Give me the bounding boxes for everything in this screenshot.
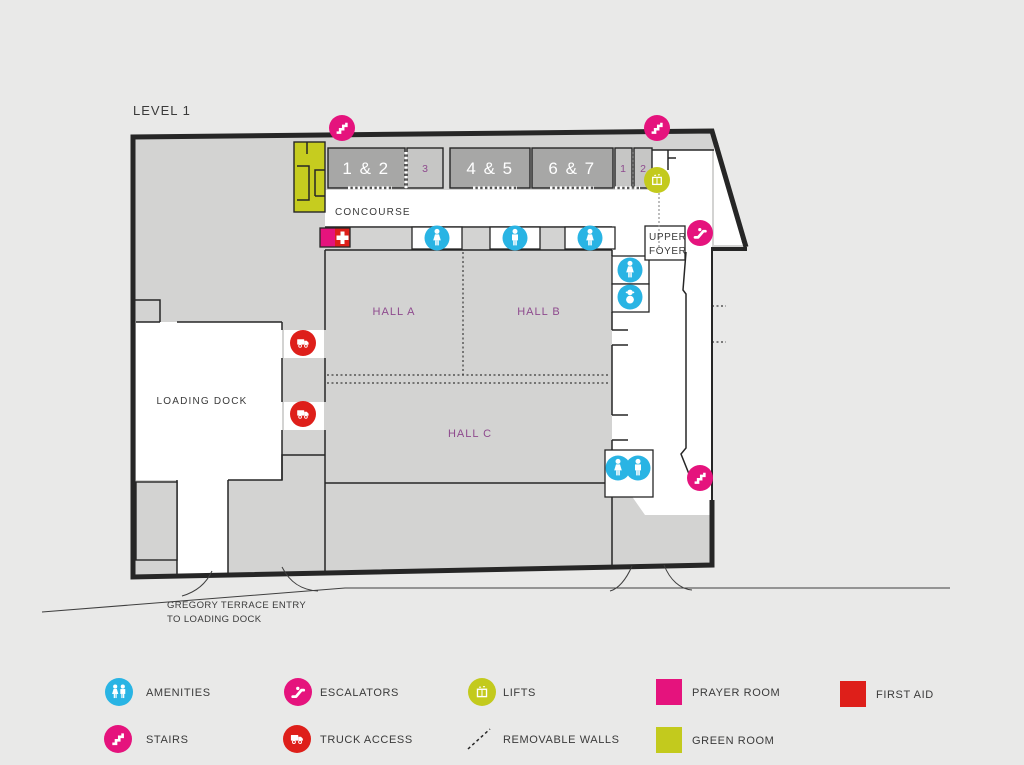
room-3 xyxy=(406,147,444,189)
escalator-icon xyxy=(284,678,312,706)
first-aid-cross-icon xyxy=(336,235,349,240)
legend: AMENITIES ESCALATORS LIFTS PRAYER ROOM F… xyxy=(104,678,934,753)
page-title: LEVEL 1 xyxy=(133,103,191,118)
building-footprint xyxy=(133,131,746,577)
truck-access-icon-2 xyxy=(290,401,316,427)
legend-label-prayer-room: PRAYER ROOM xyxy=(692,687,780,699)
stairs-icon xyxy=(104,725,132,753)
lift-icon xyxy=(468,678,496,706)
escalator-icon-map xyxy=(687,220,713,246)
driveway-lines xyxy=(41,564,950,613)
hall-a-label: HALL A xyxy=(373,306,416,318)
upper-foyer-box xyxy=(644,225,686,261)
baby-change-icon xyxy=(617,284,643,310)
amenities-icon-female-4 xyxy=(605,455,631,481)
prayer-room-swatch xyxy=(656,679,682,705)
legend-label-amenities: AMENITIES xyxy=(146,687,211,699)
first-aid-swatch xyxy=(840,681,866,707)
upper-foyer-label-1: UPPER xyxy=(649,232,686,243)
truck-access-icon-1 xyxy=(290,330,316,356)
loading-dock-area xyxy=(136,322,282,575)
removable-wall-marks-right xyxy=(712,305,726,343)
prayer-first-aid-block xyxy=(319,227,351,248)
entry-note-line-1: GREGORY TERRACE ENTRY xyxy=(167,600,306,611)
truck-access-icon xyxy=(283,725,311,753)
loading-dock-label: LOADING DOCK xyxy=(156,396,247,407)
entry-note-line-2: TO LOADING DOCK xyxy=(167,614,262,625)
removable-wall-hall-dividers xyxy=(327,252,610,384)
legend-label-lifts: LIFTS xyxy=(503,687,536,699)
room-1-label: 1 xyxy=(620,163,626,175)
room-1 xyxy=(614,147,633,189)
amenities-icon-female-1 xyxy=(424,225,450,251)
stairs-icon-top-left xyxy=(329,115,355,141)
amenities-icon-male-2 xyxy=(625,455,651,481)
room-1-2 xyxy=(327,147,406,189)
room-6-7 xyxy=(531,147,614,189)
lift-icon-map xyxy=(644,167,670,193)
room-2-label: 2 xyxy=(640,163,646,175)
concourse-label: CONCOURSE xyxy=(335,207,411,218)
stairs-icon-lower-right xyxy=(687,465,713,491)
prayer-room-map xyxy=(320,228,335,247)
legend-label-green-room: GREEN ROOM xyxy=(692,735,774,747)
stairs-icon-top-right xyxy=(644,115,670,141)
building-outline xyxy=(130,128,749,580)
legend-label-stairs: STAIRS xyxy=(146,734,189,746)
removable-walls-icon xyxy=(467,728,491,750)
room-3-label: 3 xyxy=(422,163,428,175)
legend-label-first-aid: FIRST AID xyxy=(876,689,934,701)
legend-label-escalators: ESCALATORS xyxy=(320,687,399,699)
legend-label-truck-access: TRUCK ACCESS xyxy=(320,734,413,746)
meeting-rooms: 1 & 2 3 4 & 5 6 & 7 1 2 xyxy=(293,141,653,213)
room-4-5 xyxy=(449,147,531,189)
legend-label-removable-walls: REMOVABLE WALLS xyxy=(503,734,620,746)
dock-side-room xyxy=(135,481,178,561)
room-6-7-label: 6 & 7 xyxy=(548,159,595,178)
map-icons xyxy=(290,115,713,491)
upper-foyer-label-2: FOYER xyxy=(649,246,686,257)
amenities-icon xyxy=(105,678,133,706)
amenities-icon-female-3 xyxy=(617,257,643,283)
room-4-5-label: 4 & 5 xyxy=(466,159,513,178)
room-1-2-label: 1 & 2 xyxy=(342,159,389,178)
green-room-swatch xyxy=(656,727,682,753)
amenities-icon-male-1 xyxy=(502,225,528,251)
hall-c-label: HALL C xyxy=(448,428,492,440)
hall-b-label: HALL B xyxy=(517,306,561,318)
interior-walls xyxy=(133,141,744,575)
amenities-icon-female-2 xyxy=(577,225,603,251)
